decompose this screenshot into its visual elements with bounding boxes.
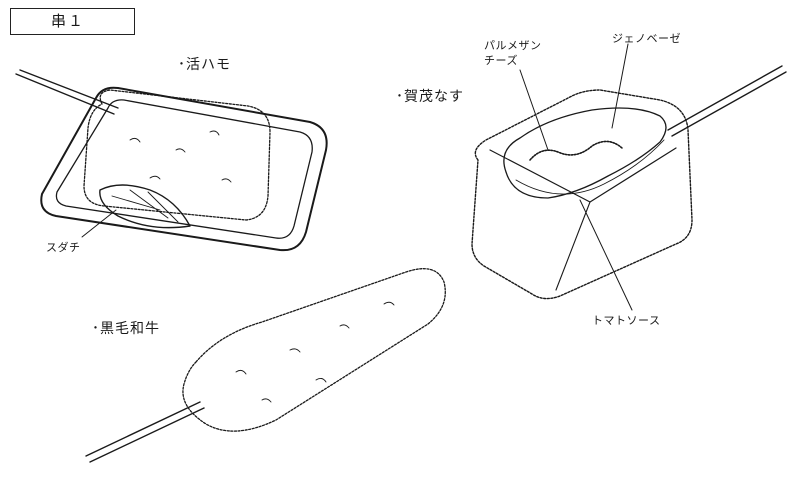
sudachi-wedge [99, 184, 191, 229]
nasu-top-edge [489, 147, 677, 203]
tomato-sauce-leader-line [579, 199, 633, 311]
kamo-nasu-drawing [471, 65, 787, 300]
wagyu-label: ･黒毛和牛 [92, 321, 160, 337]
cheese-topping [503, 107, 667, 199]
hamo-crumb-texture [129, 130, 232, 183]
parmesan-note-line2: チーズ [484, 54, 518, 67]
genovese-leader-line [611, 43, 629, 129]
tray-outer [40, 86, 328, 252]
nasu-front-edge [555, 201, 591, 291]
hamo-cutlet [83, 89, 271, 221]
nasu-block [471, 89, 693, 300]
parmesan-note-line1: パルメザン [484, 39, 542, 52]
tomato-sauce-note: トマトソース [592, 314, 661, 327]
hamo-label: ･活ハモ [178, 57, 231, 73]
sheet-title: 串１ [10, 8, 135, 35]
wagyu-stick [85, 401, 205, 463]
hamo-tray-drawing [15, 69, 328, 252]
wagyu-cutlet [182, 268, 446, 432]
parmesan-note: パルメザン チーズ [484, 38, 542, 68]
genovese-note: ジェノベーゼ [612, 32, 681, 45]
sudachi-leader-line [81, 209, 117, 238]
parmesan-leader-line [519, 69, 549, 151]
sudachi-segments [111, 189, 179, 223]
wagyu-drawing [85, 268, 446, 463]
genovese-swirl [529, 140, 623, 161]
tomato-sauce-edge [515, 139, 665, 195]
sudachi-note: スダチ [46, 241, 81, 254]
wagyu-crumb-texture [235, 301, 395, 403]
nasu-stick [667, 65, 787, 137]
kamo-nasu-label: ･賀茂なす [396, 89, 464, 105]
